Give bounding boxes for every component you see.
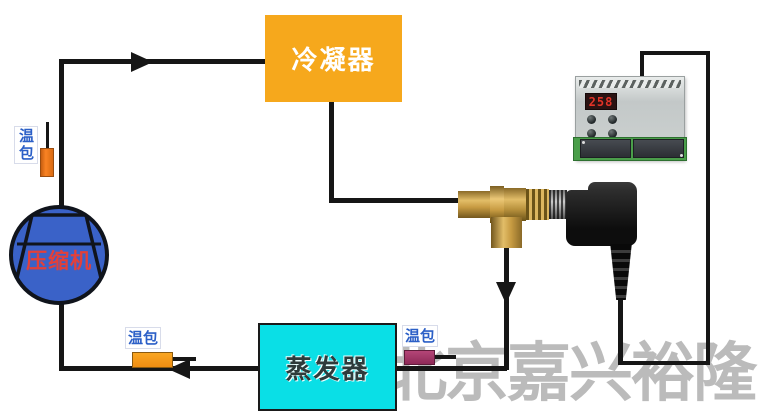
controller-relay-left [580, 139, 631, 158]
wire-plug-cable [618, 294, 623, 365]
valve-body-left [458, 191, 492, 218]
sensor-top-left-bulb [40, 148, 54, 177]
pipe-evaporator-to-compressor [59, 366, 259, 371]
evaporator-label: 蒸发器 [285, 354, 370, 385]
pipe-valve-down [504, 246, 509, 370]
watermark-text: 北京嘉兴裕隆 [383, 336, 757, 411]
compressor-label: 压缩机 [26, 249, 92, 273]
controller-button-3[interactable] [587, 129, 596, 138]
relay-led-dot [680, 154, 683, 157]
wire-controller-top-run [640, 51, 710, 55]
sensor-bottom-middle-stub [435, 355, 456, 359]
controller-terminal-strip [579, 80, 681, 88]
controller-button-4[interactable] [608, 129, 617, 138]
compressor-symbol: 压缩机 [9, 205, 109, 305]
pipe-top-to-condenser [59, 59, 267, 64]
sensor-bottom-left-stub [173, 357, 196, 361]
relay-led-dot [582, 141, 585, 144]
compressor-internal-lines [15, 213, 103, 279]
valve-ribbed-rings [526, 189, 549, 220]
controller-relay-right [633, 139, 684, 158]
valve-collar [490, 186, 504, 223]
pipe-compressor-to-top [59, 59, 64, 206]
plug-elbow-body [566, 190, 637, 246]
sensor-bottom-left-bulb [132, 352, 173, 368]
sensor-bottom-left-label: 温包 [125, 327, 162, 349]
plug-strain-relief [610, 244, 632, 300]
sensor-top-left-label: 温包 [14, 126, 38, 164]
flow-arrow-right-icon [131, 52, 153, 72]
valve-knurled-nut [549, 190, 567, 219]
temperature-controller: 258 [573, 76, 687, 161]
pipe-condenser-to-valve [329, 198, 462, 203]
sensor-bottom-middle-bulb [404, 350, 435, 365]
sensor-bottom-middle-label: 温包 [402, 325, 439, 347]
evaporator-box: 蒸发器 [258, 323, 397, 411]
condenser-label: 冷凝器 [291, 46, 376, 76]
pipe-into-evaporator [397, 366, 507, 371]
valve-body-middle [504, 188, 526, 221]
wire-controller-bottom [620, 361, 710, 365]
valve-outlet-leg [491, 217, 522, 248]
condenser-box: 冷凝器 [265, 15, 402, 102]
pipe-compressor-bottom [59, 303, 64, 371]
controller-display: 258 [585, 93, 617, 110]
controller-button-2[interactable] [608, 115, 617, 124]
flow-arrow-down-icon [496, 282, 516, 304]
wire-controller-top [640, 51, 644, 78]
flow-arrow-left-icon [168, 359, 190, 379]
controller-button-1[interactable] [587, 115, 596, 124]
wire-controller-right [706, 51, 710, 365]
pipe-condenser-down [329, 101, 334, 203]
sensor-top-left-stem [46, 122, 49, 149]
